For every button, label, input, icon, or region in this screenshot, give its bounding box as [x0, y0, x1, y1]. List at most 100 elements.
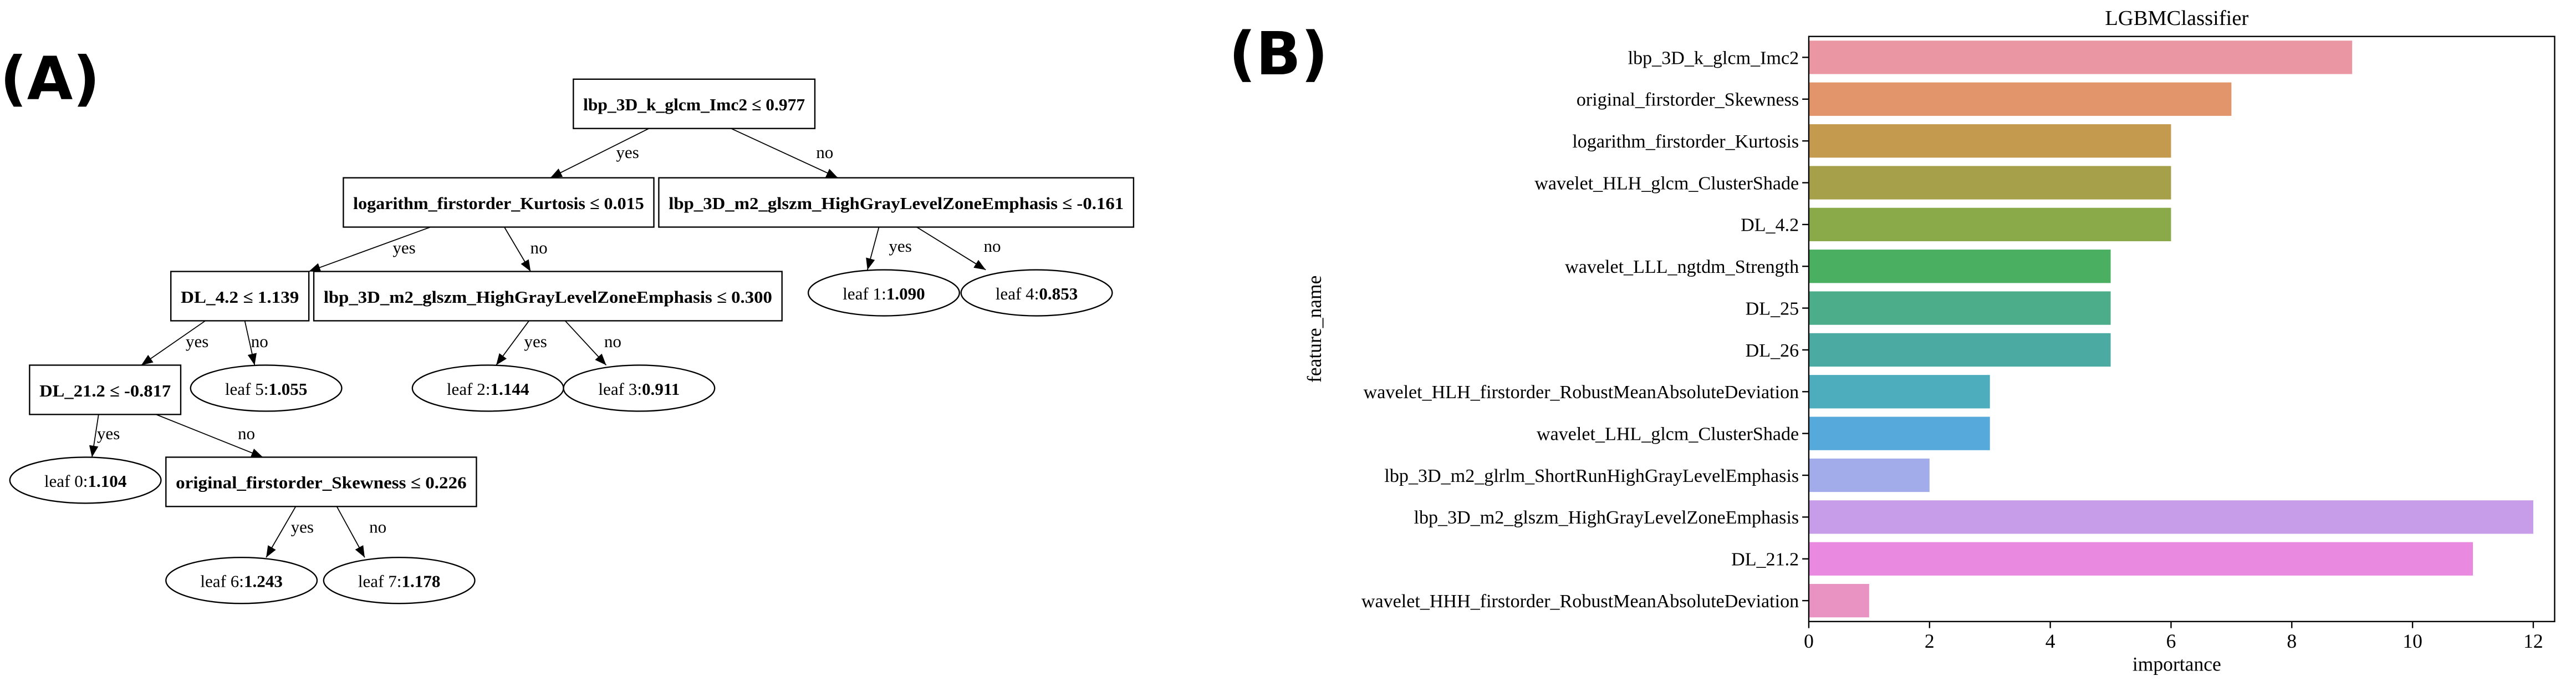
split-node-box: [343, 177, 655, 228]
leaf-label: leaf 2:: [447, 379, 491, 399]
svg-text:original_firstorder_Skewness ≤: original_firstorder_Skewness ≤ 0.226: [176, 473, 467, 492]
leaf-node: leaf 2:1.144: [411, 364, 564, 412]
leaf-label: leaf 1:: [843, 284, 886, 303]
split-node-box: [658, 177, 1135, 228]
leaf-node: leaf 6:1.243: [165, 557, 318, 604]
svg-text:lbp_3D_m2_glszm_HighGrayLevelZ: lbp_3D_m2_glszm_HighGrayLevelZoneEmphasi…: [324, 287, 772, 307]
svg-text:lbp_3D_k_glcm_Imc2 ≤ 0.977: lbp_3D_k_glcm_Imc2 ≤ 0.977: [583, 95, 805, 114]
bar-wavelet_HLH_firstorder_RobustMeanAbsoluteDeviation: [1808, 375, 1990, 409]
edge-label-yes: yes: [616, 143, 639, 162]
y-tick-label: DL_21.2: [1731, 550, 1799, 570]
split-node-box: [313, 271, 783, 322]
edge-label-no: no: [983, 236, 1001, 256]
tree-edge: [141, 320, 206, 366]
y-tick-label: lbp_3D_m2_glrlm_ShortRunHighGrayLevelEmp…: [1384, 466, 1799, 486]
leaf-value: 1.243: [244, 572, 283, 591]
y-tick-label: DL_25: [1746, 298, 1799, 319]
leaf-node: leaf 3:0.911: [563, 364, 716, 412]
y-tick-label: lbp_3D_m2_glszm_HighGrayLevelZoneEmphasi…: [1414, 507, 1799, 528]
y-tick-label: original_firstorder_Skewness: [1577, 90, 1799, 110]
leaf-label: leaf 5:: [225, 379, 269, 399]
svg-text:leaf 5:1.055: leaf 5:1.055: [225, 379, 308, 399]
leaf-node: leaf 1:1.090: [807, 269, 960, 317]
leaf-label: leaf 3:: [598, 379, 642, 399]
split-node: DL_4.2 ≤ 1.139: [170, 271, 310, 322]
split-operator: ≤: [105, 381, 124, 400]
edge-label-no: no: [238, 424, 255, 443]
split-feature: original_firstorder_Skewness: [176, 473, 406, 492]
leaf-node: leaf 4:0.853: [960, 269, 1113, 317]
x-axis-label: importance: [2133, 653, 2221, 675]
bar-lbp_3D_k_glcm_Imc2: [1808, 40, 2353, 74]
tree-edge: [308, 226, 431, 272]
plot-frame: [1808, 35, 2555, 622]
bar-wavelet_HLH_glcm_ClusterShade: [1808, 166, 2171, 200]
edge-label-yes: yes: [392, 238, 415, 257]
leaf-value: 1.055: [268, 379, 307, 399]
split-threshold: 0.226: [425, 473, 466, 492]
leaf-value: 1.104: [88, 471, 126, 491]
split-node-box: [170, 271, 310, 322]
tree-edge: [156, 414, 263, 458]
x-tick-label: 0: [1804, 630, 1814, 652]
y-tick-label: logarithm_firstorder_Kurtosis: [1572, 131, 1799, 152]
edge-label-no: no: [251, 332, 268, 351]
split-operator: ≤: [712, 287, 731, 307]
svg-text:leaf 3:0.911: leaf 3:0.911: [598, 379, 680, 399]
leaf-node: leaf 0:1.104: [9, 456, 162, 504]
leaf-ellipse: [807, 269, 960, 317]
split-feature: lbp_3D_k_glcm_Imc2: [583, 95, 747, 114]
bar-logarithm_firstorder_Kurtosis: [1808, 124, 2171, 158]
feature-importance-chart: LGBMClassifier importance feature_name l…: [1303, 7, 2555, 675]
y-tick-label: lbp_3D_k_glcm_Imc2: [1628, 48, 1799, 68]
split-node: DL_21.2 ≤ -0.817: [29, 364, 182, 415]
y-tick-label: DL_26: [1746, 340, 1799, 361]
bar-DL_21.2: [1808, 542, 2473, 576]
tree-edge: [916, 226, 986, 271]
tree-edge: [89, 414, 99, 458]
bar-wavelet_HHH_firstorder_RobustMeanAbsoluteDeviation: [1808, 583, 1869, 618]
edge-label-no: no: [530, 238, 548, 257]
split-operator: ≤: [406, 473, 426, 492]
svg-text:logarithm_firstorder_Kurtosis: logarithm_firstorder_Kurtosis ≤ 0.015: [353, 194, 644, 213]
split-threshold: -0.161: [1077, 194, 1124, 213]
split-operator: ≤: [238, 287, 258, 307]
split-threshold: 0.977: [766, 95, 805, 114]
leaf-ellipse: [9, 456, 162, 504]
split-threshold: -0.817: [124, 381, 171, 400]
svg-text:leaf 2:1.144: leaf 2:1.144: [447, 379, 529, 399]
edge-label-yes: yes: [97, 424, 120, 443]
y-tick-label: DL_4.2: [1741, 215, 1799, 236]
tree-edge: [550, 128, 650, 179]
x-tick-label: 8: [2287, 630, 2297, 652]
leaf-value: 1.144: [491, 379, 529, 399]
split-feature: DL_21.2: [39, 381, 105, 400]
tree-edge: [564, 320, 607, 366]
edge-label-yes: yes: [524, 332, 547, 351]
y-tick-label: wavelet_HLH_glcm_ClusterShade: [1534, 173, 1799, 194]
split-node-box: [165, 456, 477, 507]
edge-label-yes: yes: [291, 517, 314, 537]
x-tick-label: 10: [2402, 630, 2422, 652]
edge-label-no: no: [604, 332, 621, 351]
split-feature: lbp_3D_m2_glszm_HighGrayLevelZoneEmphasi…: [669, 194, 1058, 213]
bar-wavelet_LLL_ngtdm_Strength: [1808, 250, 2111, 283]
y-tick-label: wavelet_LHL_glcm_ClusterShade: [1537, 424, 1799, 445]
leaf-ellipse: [960, 269, 1113, 317]
split-threshold: 0.300: [731, 287, 772, 307]
bar-lbp_3D_m2_glrlm_ShortRunHighGrayLevelEmphasis: [1808, 458, 1930, 492]
y-tick-label: wavelet_HLH_firstorder_RobustMeanAbsolut…: [1364, 382, 1799, 403]
y-axis-label: feature_name: [1303, 276, 1325, 383]
edge-label-yes: yes: [889, 236, 911, 256]
tree-edge: [244, 321, 257, 365]
y-tick-label: wavelet_HHH_firstorder_RobustMeanAbsolut…: [1361, 591, 1799, 612]
edge-label-yes: yes: [186, 332, 208, 351]
leaf-ellipse: [165, 557, 318, 604]
split-node: original_firstorder_Skewness ≤ 0.226: [165, 456, 477, 507]
split-feature: DL_4.2: [181, 287, 238, 307]
x-tick-label: 2: [1925, 630, 1935, 652]
svg-text:DL_4.2 ≤ 1.139: DL_4.2 ≤ 1.139: [181, 287, 299, 307]
split-node-box: [573, 78, 816, 129]
